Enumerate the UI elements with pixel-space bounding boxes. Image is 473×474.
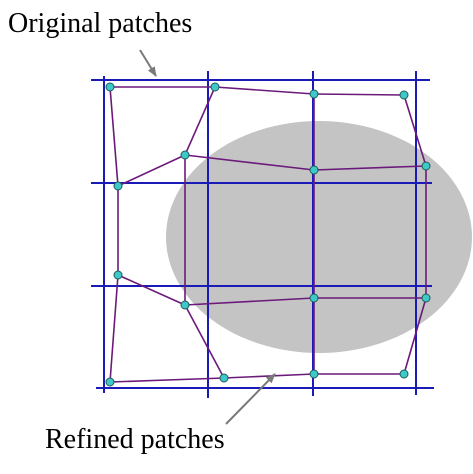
mesh-edge-21 xyxy=(403,297,427,375)
mesh-node-5 xyxy=(180,150,190,160)
mesh-edge-18 xyxy=(109,274,119,383)
refined-patches-arrow xyxy=(225,373,276,425)
mesh-edge-9 xyxy=(403,94,427,167)
mesh-edge-8 xyxy=(313,165,427,171)
mesh-node-6 xyxy=(309,165,319,175)
original-patches-arrow xyxy=(139,49,157,77)
mesh-node-11 xyxy=(309,293,319,303)
mesh-node-14 xyxy=(219,373,229,383)
mesh-edge-22 xyxy=(109,377,225,383)
mesh-node-13 xyxy=(105,377,115,387)
mesh-node-3 xyxy=(309,89,319,99)
mesh-node-7 xyxy=(421,161,431,171)
mesh-node-9 xyxy=(113,270,123,280)
refinement-region xyxy=(166,121,472,353)
mesh-nodes xyxy=(105,82,431,387)
mesh-node-15 xyxy=(309,369,319,379)
mesh-edge-4 xyxy=(109,86,119,187)
refined-patches-label: Refined patches xyxy=(45,424,225,455)
mesh-edge-16 xyxy=(184,297,315,306)
mesh-node-2 xyxy=(210,82,220,92)
original-patches-label: Original patches xyxy=(8,8,193,39)
mesh-edge-15 xyxy=(117,274,186,306)
mesh-node-10 xyxy=(180,300,190,310)
mesh-node-1 xyxy=(105,82,115,92)
refined-patch-mesh xyxy=(109,86,427,383)
mesh-node-16 xyxy=(399,369,409,379)
mesh-edge-5 xyxy=(184,86,216,156)
mesh-node-12 xyxy=(421,293,431,303)
mesh-edge-19 xyxy=(184,304,225,379)
mesh-edge-3 xyxy=(313,93,405,96)
mesh-node-4 xyxy=(399,90,409,100)
mesh-edge-2 xyxy=(214,86,315,95)
original-patch-grid xyxy=(91,71,434,398)
mesh-edge-23 xyxy=(223,373,315,379)
mesh-node-8 xyxy=(113,181,123,191)
mesh-edge-6 xyxy=(117,154,186,187)
mesh-edge-7 xyxy=(184,154,315,171)
